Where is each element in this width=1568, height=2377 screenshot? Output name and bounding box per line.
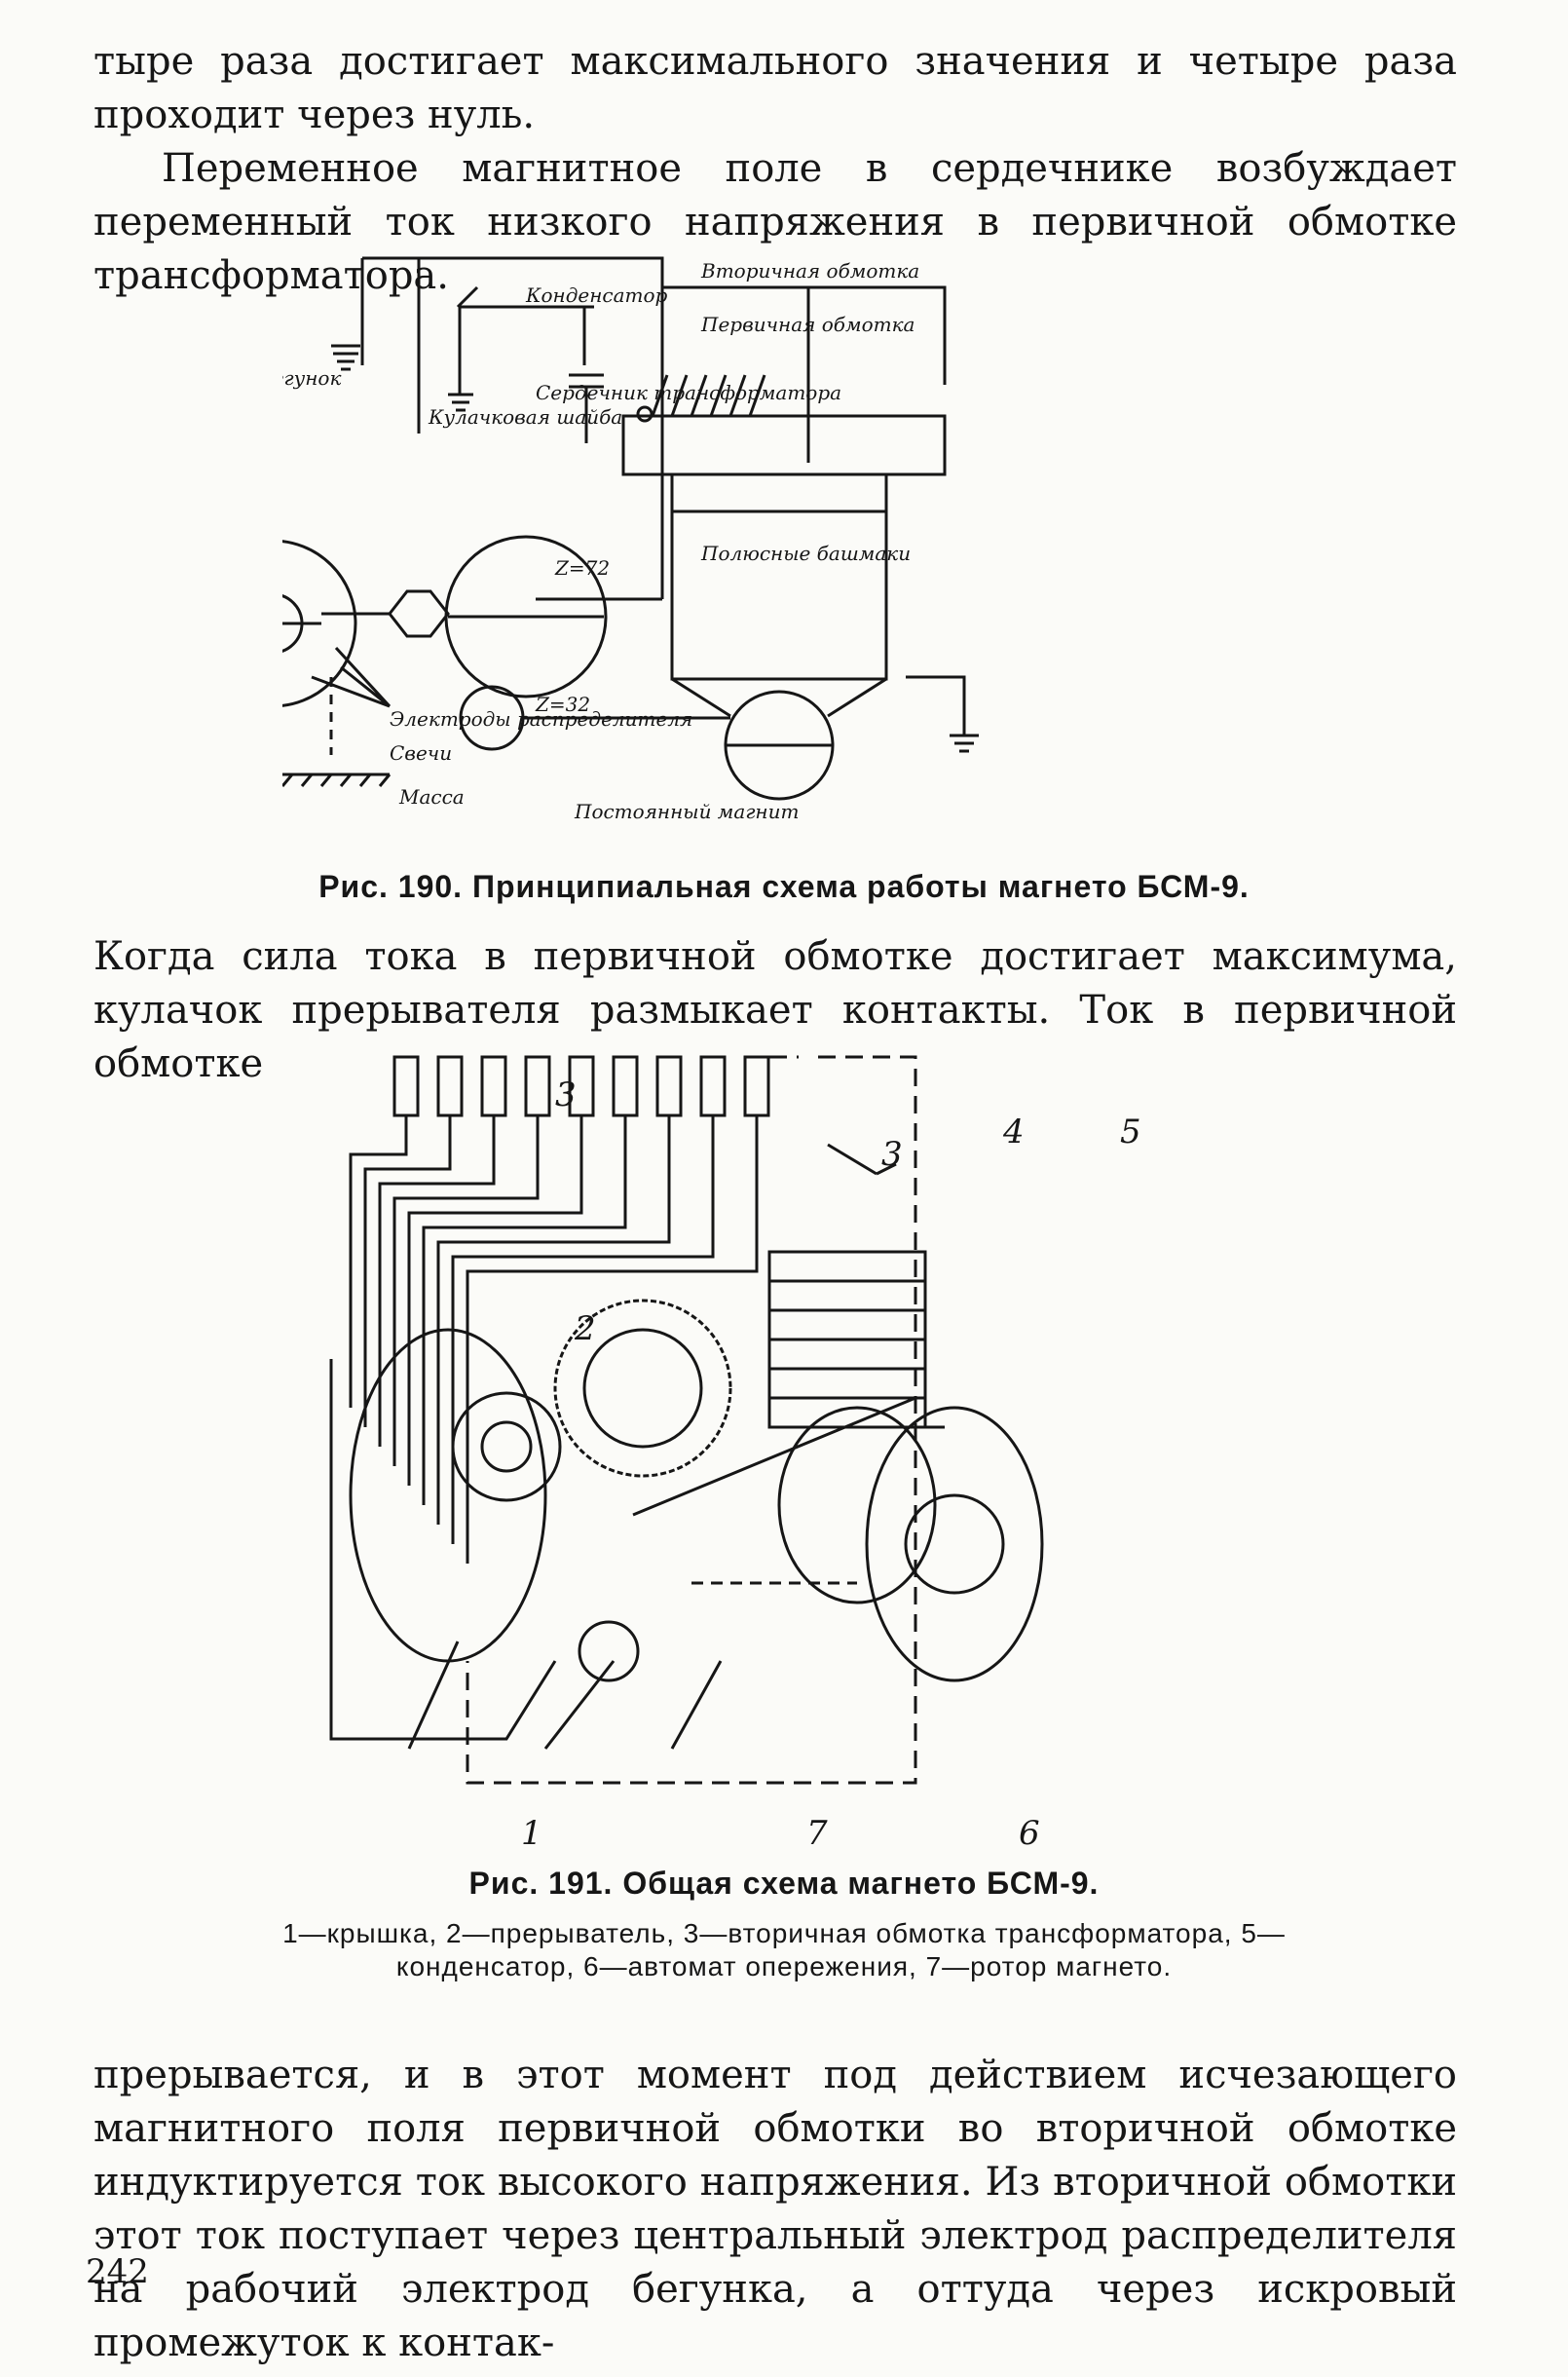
figure-190-caption: Рис. 190. Принципиальная схема работы ма…: [318, 869, 1250, 904]
callout-1: 1: [521, 1814, 542, 1853]
callout-2: 2: [574, 1309, 596, 1348]
paragraph-4: прерывается, и в этот момент под действи…: [93, 2053, 1457, 2365]
paragraph-2: Переменное магнитное поле в сердечнике в…: [93, 146, 1457, 298]
figure-191-diagram: 2 3: [329, 1055, 1044, 1785]
label-electrodes: Электроды распределителя: [390, 707, 692, 731]
callout-4: 4: [1003, 1113, 1025, 1151]
figure-190-diagram: Конденсатор Вторичная обмотка Первичная …: [282, 256, 979, 823]
callout-6: 6: [1019, 1814, 1040, 1853]
label-magnet: Постоянный магнит: [574, 800, 799, 823]
label-cam: Кулачковая шайба: [428, 405, 622, 429]
label-runner: Бегунок: [282, 366, 341, 390]
callout-5: 5: [1120, 1113, 1141, 1151]
label-secondary-winding: Вторичная обмотка: [700, 259, 919, 283]
figure-191-caption: Рис. 191. Общая схема магнето БСМ-9.: [468, 1866, 1100, 1901]
paragraph-1: тыре раза достигает максимального значен…: [93, 39, 1457, 137]
label-primary-winding: Первичная обмотка: [700, 313, 915, 336]
label-pole-shoes: Полюсные башмаки: [700, 542, 911, 565]
spark-plugs-row: [392, 1055, 770, 1117]
callout-7: 7: [806, 1814, 828, 1853]
label-core: Сердечник трансформатора: [536, 381, 841, 404]
callout-3: 3: [881, 1135, 903, 1174]
label-z32: Z=32: [535, 693, 590, 716]
label-plugs: Свечи: [390, 741, 452, 765]
label-z72: Z=72: [554, 556, 610, 580]
paragraph-3: Когда сила тока в первичной обмотке дост…: [93, 934, 1457, 1086]
figure-191-legend: 1—крышка, 2—прерыватель, 3—вторичная обм…: [282, 1918, 1286, 1981]
label-condenser: Конденсатор: [525, 283, 668, 307]
label-ground: Масса: [398, 785, 465, 809]
page-number: 242: [86, 2252, 149, 2291]
callout-3: 3: [555, 1075, 577, 1114]
